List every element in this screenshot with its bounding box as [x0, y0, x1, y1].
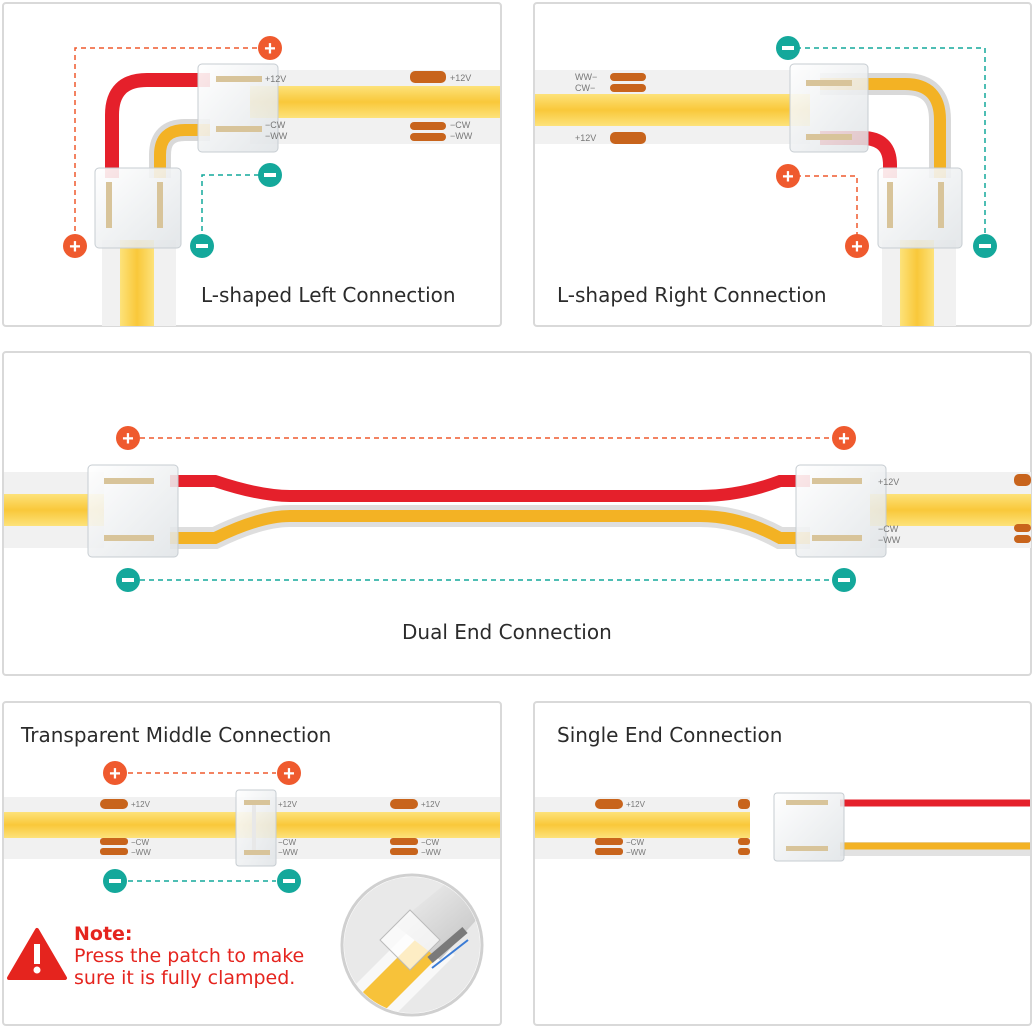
panel-title-l-right: L-shaped Right Connection	[557, 283, 827, 307]
note-line-2: sure it is fully clamped.	[74, 967, 296, 989]
svg-text:+12V: +12V	[878, 477, 899, 487]
svg-text:+: +	[851, 236, 863, 258]
negative-marker	[190, 234, 214, 258]
red-wire	[105, 73, 210, 178]
positive-marker: +	[63, 234, 87, 258]
svg-text:+: +	[109, 763, 121, 785]
svg-text:−CW: −CW	[278, 838, 296, 847]
positive-marker: +	[116, 426, 140, 450]
negative-marker	[116, 568, 140, 592]
svg-text:−WW: −WW	[626, 848, 646, 857]
svg-text:+12V: +12V	[421, 800, 441, 809]
svg-text:+12V: +12V	[278, 800, 298, 809]
svg-text:+: +	[122, 428, 134, 450]
svg-text:−WW: −WW	[878, 535, 901, 545]
svg-text:+: +	[838, 428, 850, 450]
svg-text:+12V: +12V	[131, 800, 151, 809]
negative-marker	[103, 869, 127, 893]
panel-l-right: WW− CW− +12V + +	[533, 2, 1032, 327]
svg-text:−WW: −WW	[278, 848, 298, 857]
red-wire	[170, 475, 810, 502]
svg-text:+: +	[283, 763, 295, 785]
svg-text:−CW: −CW	[131, 838, 149, 847]
panel-title-middle: Transparent Middle Connection	[21, 723, 332, 747]
positive-marker: +	[258, 36, 282, 60]
svg-text:−WW: −WW	[421, 848, 441, 857]
svg-text:+12V: +12V	[265, 74, 286, 84]
negative-marker	[973, 234, 997, 258]
svg-text:+12V: +12V	[626, 800, 646, 809]
negative-marker	[258, 163, 282, 187]
panel-title-dual-end: Dual End Connection	[402, 620, 612, 644]
positive-marker: +	[103, 761, 127, 785]
negative-marker	[776, 36, 800, 60]
positive-marker: +	[277, 761, 301, 785]
positive-marker: +	[845, 234, 869, 258]
note-text: Press the patch to make sure it is fully…	[74, 945, 304, 989]
svg-text:−CW: −CW	[878, 524, 899, 534]
panel-title-l-left: L-shaped Left Connection	[201, 283, 456, 307]
positive-marker: +	[776, 164, 800, 188]
panel-dual-end: +12V −CW −WW + +	[2, 351, 1032, 676]
svg-text:−CW: −CW	[421, 838, 439, 847]
note-title: Note:	[74, 923, 133, 945]
svg-text:−CW: −CW	[265, 120, 286, 130]
label-12v: +12V	[450, 73, 471, 83]
svg-text:CW−: CW−	[575, 83, 595, 93]
warning-triangle-icon	[7, 928, 67, 980]
svg-text:+12V: +12V	[575, 133, 596, 143]
panel-middle: +12V −CW −WW +12V −CW −WW +12V −CW −WW +…	[2, 701, 502, 1026]
svg-text:−CW: −CW	[450, 120, 471, 130]
svg-text:−WW: −WW	[450, 131, 473, 141]
connector-clip	[87, 464, 179, 558]
svg-text:+: +	[264, 38, 276, 60]
panel-single-end: +12V −CW −WW	[533, 701, 1032, 1026]
connector-clip	[795, 464, 887, 558]
negative-marker	[832, 568, 856, 592]
svg-text:−CW: −CW	[626, 838, 644, 847]
negative-marker	[277, 869, 301, 893]
connector-clip	[773, 792, 845, 862]
svg-text:+: +	[782, 166, 794, 188]
note-line-1: Press the patch to make	[74, 945, 305, 967]
svg-text:+: +	[69, 236, 81, 258]
svg-text:−WW: −WW	[265, 131, 288, 141]
panel-l-left: +12V −CW −WW +12V −CW −WW + +	[2, 2, 502, 327]
positive-marker: +	[832, 426, 856, 450]
svg-text:−WW: −WW	[131, 848, 151, 857]
svg-text:WW−: WW−	[575, 72, 597, 82]
panel-title-single-end: Single End Connection	[557, 723, 783, 747]
